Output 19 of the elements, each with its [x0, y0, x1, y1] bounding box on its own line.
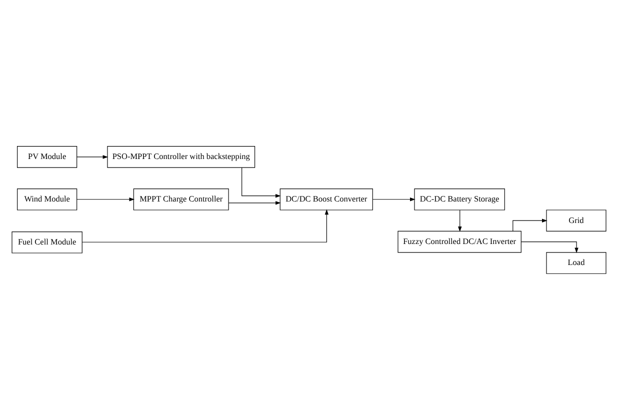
arrow	[521, 241, 578, 253]
arrow	[242, 166, 281, 198]
node-box: Wind Module	[17, 188, 78, 210]
node-box: Fuzzy Controlled DC/AC Inverter	[398, 230, 522, 252]
node-box: MPPT Charge Controller	[133, 188, 229, 210]
node-box: Grid	[546, 209, 606, 231]
node-box: DC-DC Battery Storage	[414, 188, 505, 210]
arrow	[76, 154, 108, 158]
node-box: Fuel Cell Module	[12, 231, 82, 253]
node-box: PV Module	[17, 146, 78, 168]
node-box: PSO-MPPT Controller with backstepping	[107, 146, 256, 168]
node-box: DC/DC Boost Converter	[280, 188, 373, 210]
node-box: Load	[546, 252, 606, 274]
arrow	[76, 197, 135, 201]
arrow	[372, 197, 416, 201]
arrow	[228, 200, 281, 204]
arrow	[458, 209, 462, 232]
arrow	[512, 218, 548, 231]
arrow	[82, 208, 329, 242]
